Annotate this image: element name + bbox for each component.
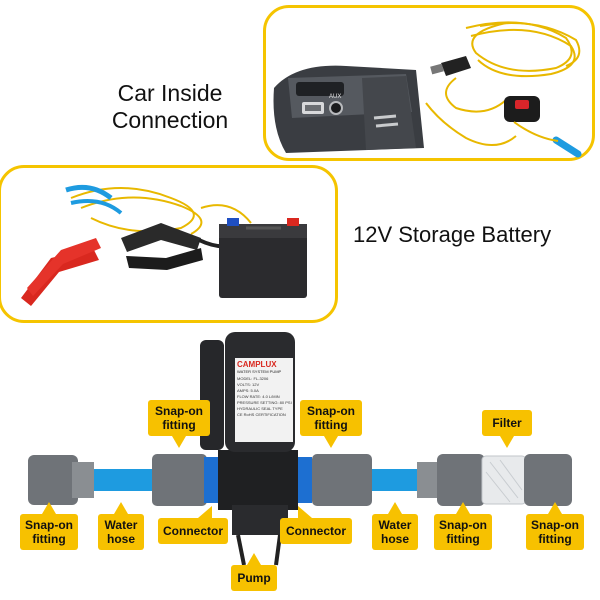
battery-clamps-illustration xyxy=(21,184,307,306)
callout-connector-right: Connector xyxy=(280,506,352,544)
pump-spec-4: PRESSURE SETTING: 80 PSI xyxy=(237,400,292,405)
callout-snap-on-bottom-3: Snap-on fitting xyxy=(526,502,584,550)
callout-connector-left: Connector xyxy=(158,506,228,544)
car-inside-title-line2: Connection xyxy=(111,107,229,133)
callout-text: Water hose xyxy=(104,518,138,546)
pump-spec-0: MODEL: FL-3206 xyxy=(237,376,269,381)
callout-water-hose-left: Water hose xyxy=(98,502,144,550)
callout-pointer xyxy=(42,502,56,514)
callout-text: Water hose xyxy=(378,518,412,546)
callout-pointer xyxy=(172,436,186,448)
pump-brand: CAMPLUX xyxy=(237,360,277,369)
car-inside-title: Car Inside Connection xyxy=(106,80,234,134)
pump-label: CAMPLUX WATER SYSTEM PUMP MODEL: FL-3206… xyxy=(237,360,293,442)
callout-text: Snap-on fitting xyxy=(531,518,579,546)
car-socket-illustration: AUX xyxy=(273,21,582,158)
car-inside-title-line1: Car Inside xyxy=(117,80,223,106)
callout-text: Snap-on fitting xyxy=(25,518,73,546)
callout-pointer xyxy=(247,553,261,565)
callout-snap-on-bottom-2: Snap-on fitting xyxy=(434,502,492,550)
pump-assembly-illustration xyxy=(28,332,572,566)
callout-text: Filter xyxy=(492,416,522,430)
callout-pointer xyxy=(298,506,312,518)
callout-pointer xyxy=(500,436,514,448)
callout-snap-on-top-right: Snap-on fitting xyxy=(300,400,362,448)
car-inside-panel: AUX xyxy=(263,5,595,161)
callout-text: Snap-on fitting xyxy=(439,518,487,546)
pump-spec-6: CE RoHS CERTIFICATION xyxy=(237,412,286,417)
callout-water-hose-right: Water hose xyxy=(372,502,418,550)
callout-snap-on-bottom-1: Snap-on fitting xyxy=(20,502,78,550)
callout-filter: Filter xyxy=(482,410,532,448)
callout-pointer xyxy=(198,506,212,518)
callout-snap-on-top-left: Snap-on fitting xyxy=(148,400,210,448)
callout-pointer xyxy=(324,436,338,448)
storage-battery-title: 12V Storage Battery xyxy=(353,222,552,247)
aux-label: AUX xyxy=(329,94,341,100)
callout-text: Connector xyxy=(286,524,346,538)
callout-text: Connector xyxy=(163,524,223,538)
pump-spec-5: HYDRAULIC SEAL TYPE xyxy=(237,406,283,411)
callout-text: Pump xyxy=(237,571,271,585)
pump-subtitle: WATER SYSTEM PUMP xyxy=(237,369,282,374)
callout-pointer xyxy=(456,502,470,514)
callout-pump: Pump xyxy=(231,553,277,591)
pump-spec-3: FLOW RATE: 4.0 L/MIN xyxy=(237,394,280,399)
callout-text: Snap-on fitting xyxy=(155,404,203,432)
pump-spec-2: AMPS: 5.0A xyxy=(237,388,259,393)
callout-text: Snap-on fitting xyxy=(307,404,355,432)
callout-pointer xyxy=(388,502,402,514)
storage-battery-panel xyxy=(0,165,338,323)
callout-pointer xyxy=(548,502,562,514)
pump-spec-1: VOLTS: 12V xyxy=(237,382,260,387)
callout-pointer xyxy=(114,502,128,514)
